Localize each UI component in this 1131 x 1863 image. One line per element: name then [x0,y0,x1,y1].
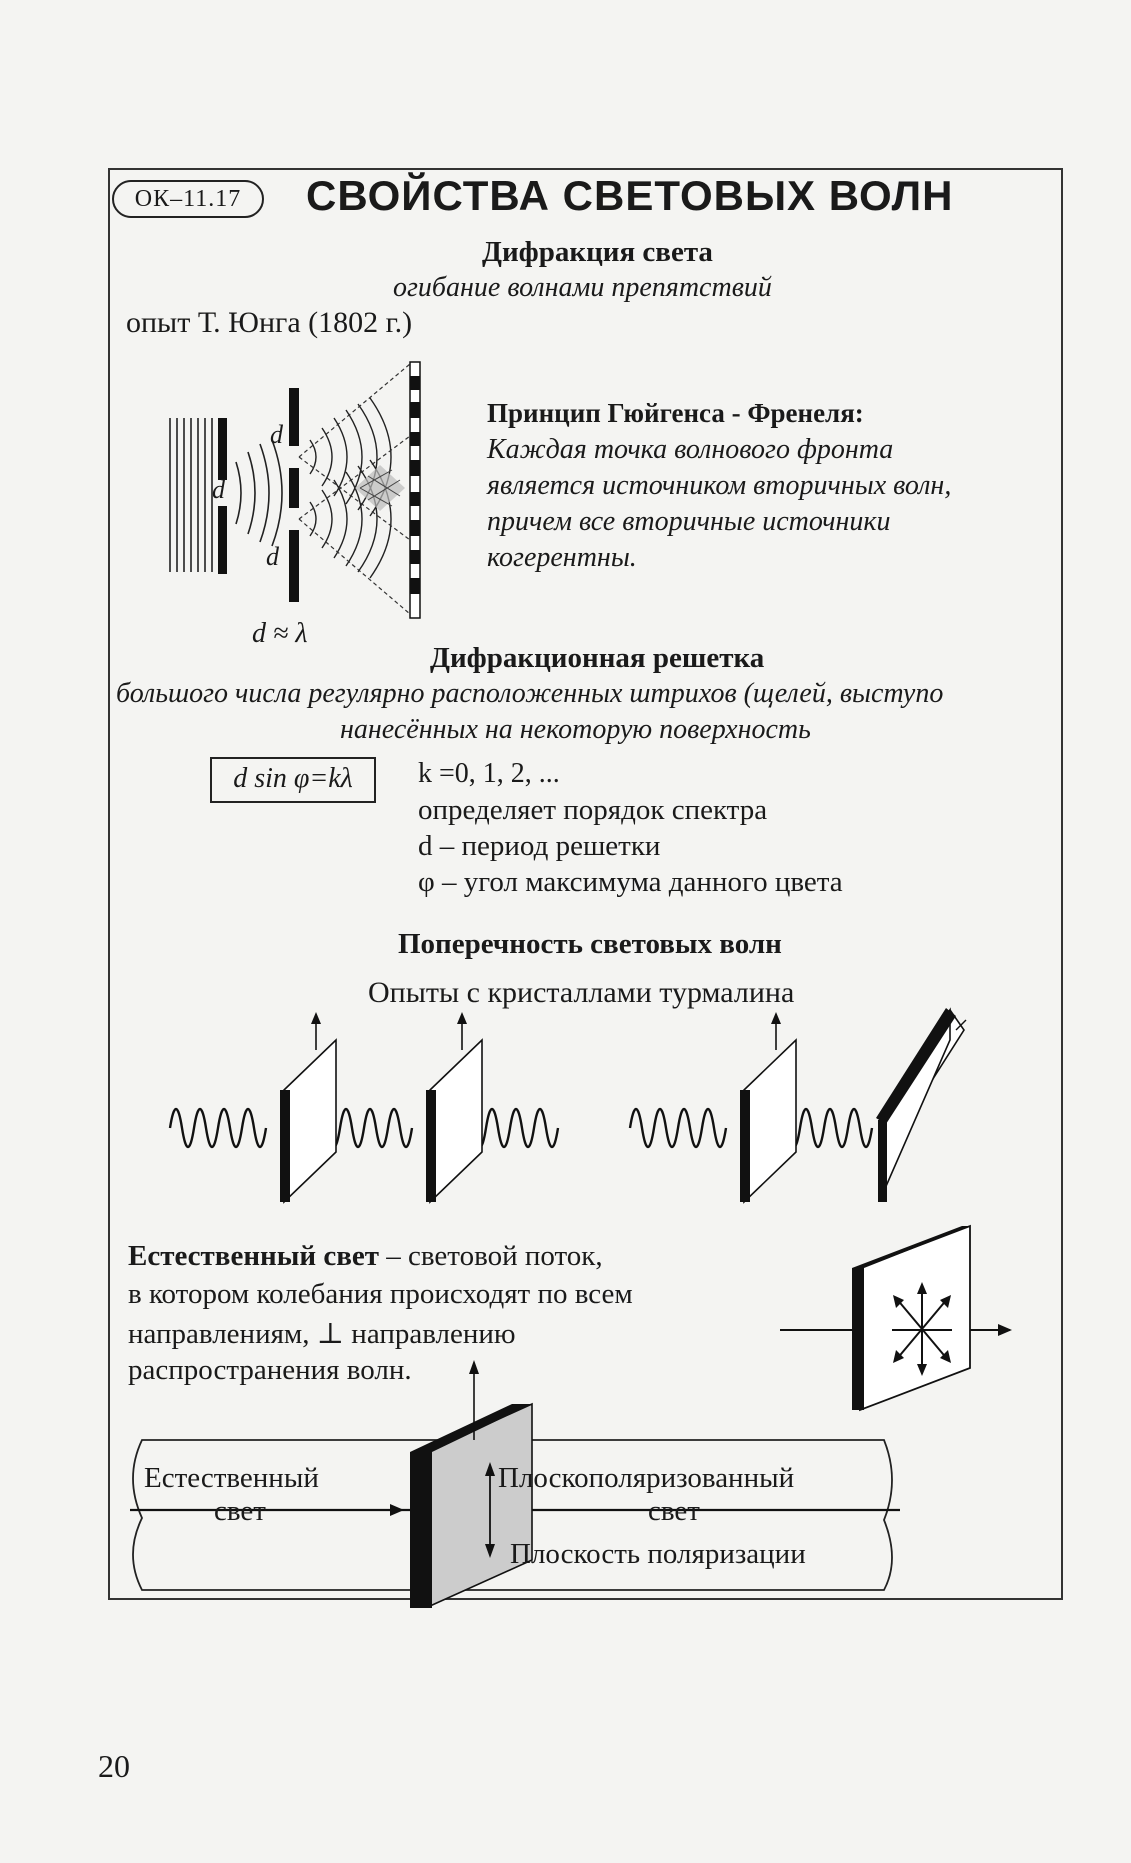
diffraction-definition: огибание волнами препятствий [393,272,772,303]
natural-light-label-line-2: свет [214,1495,266,1527]
section-code-badge: ОК–11.17 [112,180,264,218]
page-number: 20 [98,1748,130,1784]
natural-light-line-3: направлениям, ⊥ направлению [128,1318,516,1350]
tourmaline-experiments-label: Опыты с кристаллами турмалина [368,976,795,1009]
grating-formula: d sin φ=kλ [210,757,376,803]
grating-note-order: определяет порядок спектра [418,794,768,826]
content-frame [108,168,1063,1600]
polarization-plane-label: Плоскость поляризации [510,1538,806,1570]
natural-light-label: Естественный [144,1462,319,1494]
slit-width-label: d [212,475,225,504]
diffraction-condition: d ≈ λ [252,618,308,649]
transverse-heading: Поперечность световых волн [398,928,782,960]
polarized-light-label-line-2: свет [648,1495,700,1527]
natural-light-term: Естественный свет [128,1240,380,1272]
grating-note-angle: φ – угол максимума данного цвета [418,866,843,898]
natural-light-line-1: Естественный свет – световой поток, [128,1240,603,1273]
grating-definition-line-1: большого числа регулярно расположенных ш… [116,678,944,709]
diffraction-heading: Дифракция света [482,236,713,268]
polarized-light-label: Плоскополяризованный [498,1462,795,1494]
natural-light-line-2: в котором колебания происходят по всем [128,1278,633,1310]
slit-distance-label-bottom: d [266,542,279,571]
grating-definition-line-2: нанесённых на некоторую поверхность [340,714,811,745]
page-title: СВОЙСТВА СВЕТОВЫХ ВОЛН [306,172,954,219]
principle-line-3: причем все вторичные источники [487,506,891,537]
natural-light-line-4: распространения волн. [128,1354,412,1386]
grating-note-k: k =0, 1, 2, ... [418,758,560,789]
principle-title: Принцип Гюйгенса - Френеля: [487,398,864,428]
young-experiment-label: опыт Т. Юнга (1802 г.) [126,306,413,339]
grating-heading: Дифракционная решетка [430,642,765,674]
principle-line-4: когерентны. [487,542,637,573]
natural-light-definition-start: – световой поток, [379,1240,603,1272]
principle-line-2: является источником вторичных волн, [487,470,952,501]
principle-line-1: Каждая точка волнового фронта [487,434,894,465]
slit-distance-label-top: d [270,420,283,449]
grating-note-period: d – период решетки [418,830,661,862]
